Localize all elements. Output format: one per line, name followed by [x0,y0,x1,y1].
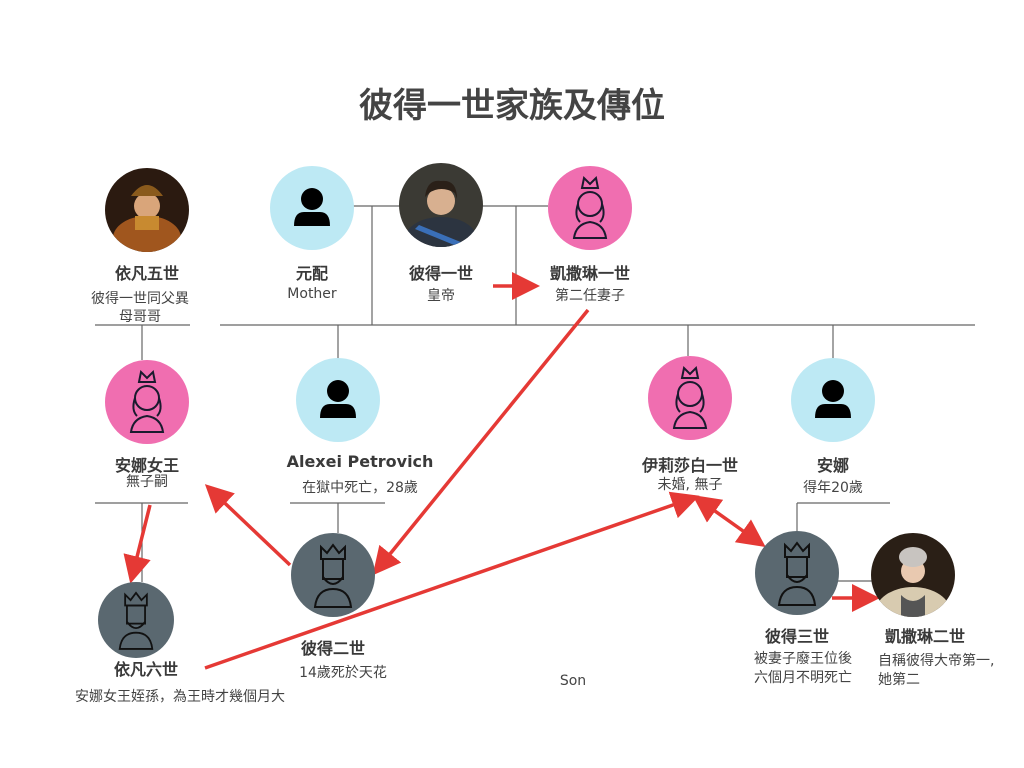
succession-arrow [692,494,766,548]
peter-i-portrait [399,163,483,247]
person-desc: 在獄中死亡，28歲 [302,480,418,496]
diagram-title: 彼得一世家族及傳位 [359,86,665,126]
person-icon [296,358,380,442]
king-icon [291,533,375,617]
person-name: 伊莉莎白一世 [641,456,738,475]
person-name: Alexei Petrovich [286,452,434,471]
person-desc: 無子嗣 [126,474,168,490]
person-desc: 14歲死於天花 [299,665,387,681]
princess-icon [105,360,189,444]
ivan-v-portrait [105,168,189,252]
person-desc: 被妻子廢王位後 [754,651,852,667]
succession-arrow [204,484,292,567]
person-name: 彼得二世 [300,639,365,658]
succession-arrow [204,491,700,670]
person-name: 安娜女王 [114,456,179,475]
person-name: 安娜 [816,456,849,475]
person-desc: 自稱彼得大帝第一, [878,653,995,669]
succession-arrow [123,504,152,584]
person-name: 依凡六世 [113,660,178,679]
person-desc: 皇帝 [427,288,455,304]
succession-arrow [372,308,590,576]
person-name: 元配 [295,264,328,283]
princess-icon [648,356,732,440]
catherine-ii-portrait [871,533,955,617]
person-name: 凱撒琳一世 [549,264,630,283]
person-name: 彼得一世 [408,264,473,283]
person-desc: 六個月不明死亡 [754,670,852,686]
person-name: 彼得三世 [764,627,829,646]
king-icon [98,582,174,658]
person-desc: 安娜女王姪孫，為王時才幾個月大 [75,689,285,705]
son-label: Son [559,673,587,689]
princess-icon [548,166,632,250]
person-desc: 彼得一世同父異 [91,291,189,307]
person-icon [270,166,354,250]
person-desc: 母哥哥 [119,309,161,325]
person-desc: 未婚, 無子 [657,477,723,493]
person-name: 凱撒琳二世 [884,627,965,646]
person-icon [791,358,875,442]
person-desc: 第二任妻子 [555,288,625,304]
person-desc: Mother [287,286,337,302]
person-desc: 得年20歲 [803,480,863,496]
king-icon [755,531,839,615]
person-desc: 她第二 [878,672,920,688]
person-name: 依凡五世 [114,264,179,283]
